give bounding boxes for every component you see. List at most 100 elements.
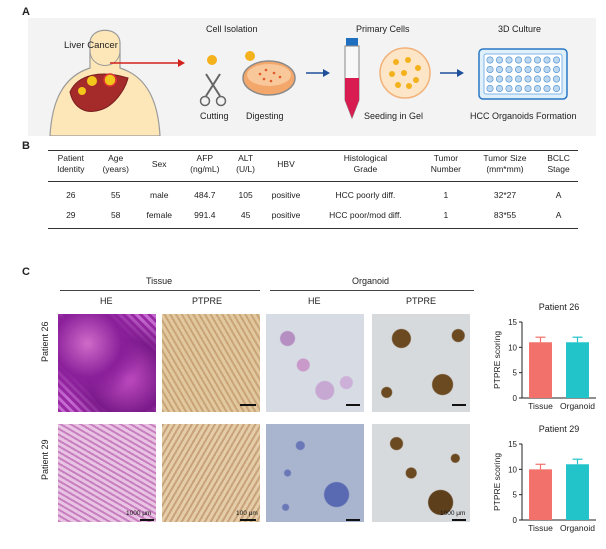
plate-well (543, 75, 551, 83)
organoid-formation-label: HCC Organoids Formation (470, 111, 577, 121)
table-header-text: Tumor Size (483, 153, 527, 163)
plate-well (505, 75, 513, 83)
culture-3d-label: 3D Culture (498, 24, 542, 34)
micrograph-p29-organoid-he (266, 424, 364, 522)
plate-well (514, 75, 522, 83)
table-cell: 45 (228, 205, 263, 229)
scale-label-p29-tissue-he: 1000 μm (126, 510, 152, 517)
table-cell: 58 (93, 205, 138, 229)
table-cell: A (539, 205, 578, 229)
y-axis-label: PTPRE scoring (492, 331, 502, 389)
plate-well (486, 56, 494, 64)
panel-letter-b: B (22, 140, 30, 152)
table-header-text: Grade (353, 164, 378, 174)
chart-title: Patient 26 (539, 302, 580, 312)
plate-well (505, 56, 513, 64)
plate-well (533, 56, 541, 64)
plate-well (543, 84, 551, 92)
scale-label-p29-tissue-ptpre: 100 μm (236, 510, 258, 517)
y-tick-label: 5 (513, 491, 518, 500)
row-label-patient-29: Patient 29 (40, 439, 50, 480)
table-header-text: Histological (343, 153, 388, 163)
table-header-text: Sex (151, 158, 167, 169)
digesting-label: Digesting (246, 111, 284, 121)
table-cell: 1 (421, 205, 471, 229)
table-cell: positive (271, 190, 301, 200)
x-tick-label: Tissue (528, 523, 553, 533)
table-cell: female (137, 205, 181, 229)
table-header-text: Tumor (433, 153, 459, 163)
plate-well (495, 75, 503, 83)
y-tick-label: 15 (508, 318, 517, 327)
y-tick-label: 10 (508, 465, 517, 474)
plate-well (553, 65, 561, 73)
plate-well (495, 56, 503, 64)
plate-well (486, 84, 494, 92)
body-liver-illustration (49, 29, 161, 136)
plate-well (505, 84, 513, 92)
plate-well (495, 84, 503, 92)
scale-bar (140, 519, 154, 521)
micrograph-p29-organoid-ptpre (372, 424, 470, 522)
table-header-text: HBV (277, 158, 295, 169)
blue-arrow-1 (306, 69, 330, 77)
scale-bar (346, 404, 360, 406)
plate-well (543, 65, 551, 73)
tissue-header: Tissue (146, 276, 173, 286)
col-label-organoid-ptpre: PTPRE (406, 296, 437, 306)
plate-well (495, 65, 503, 73)
table-cell: 1 (443, 190, 449, 200)
scale-bar (452, 404, 466, 406)
table-cell: HCC poor/mod diff. (309, 205, 422, 229)
table-cell: 29 (48, 205, 94, 229)
chart-title: Patient 29 (539, 424, 580, 434)
organoid-header-line (270, 290, 474, 291)
table-cell: male (150, 190, 169, 200)
scale-bar (346, 519, 360, 521)
cell-isolation-label: Cell Isolation (206, 24, 258, 34)
plate-well (553, 56, 561, 64)
table-cell: positive (262, 205, 310, 229)
panel-letter-a: A (22, 6, 30, 18)
table-cell: 26 (66, 190, 76, 200)
plate-well (553, 75, 561, 83)
bar-organoid (566, 342, 589, 398)
tube-icon (344, 38, 360, 120)
plate-well (533, 75, 541, 83)
plate-well (543, 56, 551, 64)
plate-well (524, 75, 532, 83)
plate-well (524, 65, 532, 73)
plate-well (514, 84, 522, 92)
plate-well (505, 65, 513, 73)
x-tick-label: Tissue (528, 401, 553, 411)
plate-well (514, 65, 522, 73)
table-cell: 991.4 (180, 205, 229, 229)
organoid-header: Organoid (352, 276, 390, 286)
plate-well (533, 65, 541, 73)
table-header-text: Age (108, 153, 124, 163)
plate-well (486, 65, 494, 73)
seeding-label: Seeding in Gel (364, 111, 424, 121)
table-header-cell: Age(years) (93, 150, 138, 182)
bar-tissue (529, 469, 552, 520)
plate-well (486, 75, 494, 83)
table-cell: 105 (238, 190, 253, 200)
x-tick-label: Organoid (560, 523, 595, 533)
panel-letter-c: C (22, 266, 30, 278)
blue-arrow-2 (440, 69, 464, 77)
primary-cells-label: Primary Cells (356, 24, 410, 34)
table-header-cell: Sex (137, 150, 181, 182)
x-tick-label: Organoid (560, 401, 595, 411)
col-label-organoid-he: HE (308, 296, 321, 306)
tissue-header-line (60, 290, 260, 291)
scale-bar (240, 519, 256, 521)
table-header-text: (years) (102, 164, 129, 174)
scale-bar (452, 519, 466, 521)
table-header-text: Patient (57, 153, 85, 163)
well-plate-icon (478, 48, 568, 100)
